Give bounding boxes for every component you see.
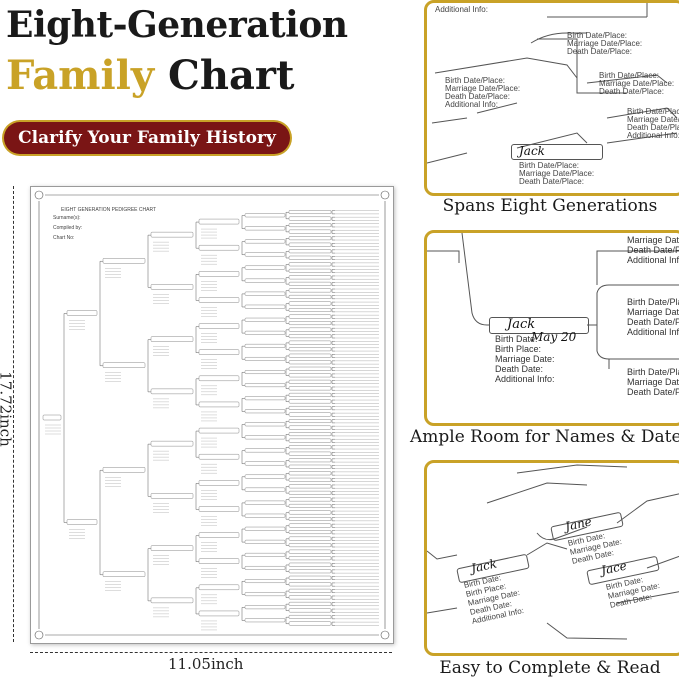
- panel1-field-birth-c: Birth Date/Place:: [599, 71, 660, 80]
- poster-heading: EIGHT GENERATION PEDIGREE CHART: [61, 207, 157, 213]
- panel1-field-marriage-b: Marriage Date/Place:: [445, 84, 521, 93]
- panel1-field-marriage-e: Marriage Date/Place:: [519, 169, 595, 178]
- panel3-bracket-lines: [427, 464, 679, 640]
- title-line-1: Eight-Generation: [6, 4, 348, 46]
- panel1-field-info-b: Additional Info:: [445, 100, 498, 109]
- title-line-2: Family Chart: [6, 52, 294, 99]
- detail-panel-generations: Additional Info: Birth Date/Place: Marri…: [424, 0, 679, 196]
- tagline-badge: Clarify Your Family History: [4, 122, 290, 154]
- panel2-rf-death-c: Death Date/Place:: [627, 387, 679, 397]
- panel2-field-info: Additional Info:: [495, 374, 555, 384]
- panel2-field-birth-date: Birth Date:: [495, 334, 538, 344]
- panel1-field-birth-a: Birth Date/Place:: [567, 31, 628, 40]
- poster-field-chart-no: Chart No:: [53, 235, 75, 241]
- panel2-field-death: Death Date:: [495, 364, 544, 374]
- panel1-field-marriage-a: Marriage Date/Place:: [567, 39, 643, 48]
- panel1-field-death-e: Death Date/Place:: [519, 177, 584, 186]
- width-dimension-line: [30, 652, 392, 653]
- panel2-rf-info: Additional Info:: [627, 255, 679, 265]
- panel2-rf-death: Death Date/Place:: [627, 245, 679, 255]
- width-dimension-label: 11.05inch: [168, 655, 244, 673]
- caption-names-dates: Ample Room for Names & Dates: [410, 427, 679, 447]
- detail-panel-names-dates: Marriage Date: Death Date/Place: Additio…: [424, 230, 679, 426]
- panel2-rf-birth-b: Birth Date/Place:: [627, 297, 679, 307]
- caption-easy-read: Easy to Complete & Read: [439, 658, 661, 678]
- pedigree-tree-graphic: [34, 190, 390, 640]
- panel2-name-box: [489, 317, 589, 334]
- title-family-word: Family: [6, 52, 155, 99]
- height-dimension-label: 17.72inch: [0, 371, 15, 447]
- pedigree-poster: EIGHT GENERATION PEDIGREE CHART Surname(…: [30, 186, 394, 644]
- panel1-field-top: Additional Info:: [435, 5, 488, 14]
- panel1-field-birth-e: Birth Date/Place:: [519, 161, 580, 170]
- panel1-field-death-b: Death Date/Place:: [445, 92, 510, 101]
- panel2-field-birth-place: Birth Place:: [495, 344, 542, 354]
- panel2-rf-marriage: Marriage Date:: [627, 235, 679, 245]
- panel2-bracket-lines: [427, 233, 679, 369]
- panel2-rf-marriage-c: Marriage Date/Place:: [627, 377, 679, 387]
- panel1-field-birth-d: Birth Date/Place:: [627, 107, 679, 116]
- poster-field-compiled: Compiled by:: [53, 225, 83, 231]
- panel1-field-death-c: Death Date/Place:: [599, 87, 664, 96]
- panel1-name-box: [511, 144, 603, 160]
- panel1-field-death-a: Death Date/Place:: [567, 47, 632, 56]
- panel2-handwritten-name: Jack: [507, 317, 536, 332]
- panel1-handwritten-name: Jack: [519, 144, 545, 158]
- panel2-rf-marriage-b: Marriage Date/Place:: [627, 307, 679, 317]
- caption-generations: Spans Eight Generations: [442, 196, 658, 216]
- title-chart-word: Chart: [168, 52, 295, 99]
- panel1-field-marriage-c: Marriage Date/Place:: [599, 79, 675, 88]
- panel1-field-birth-b: Birth Date/Place:: [445, 76, 506, 85]
- panel2-rf-death-b: Death Date/Place:: [627, 317, 679, 327]
- panel1-field-info-d: Additional Info:: [627, 131, 679, 140]
- panel2-field-marriage: Marriage Date:: [495, 354, 555, 364]
- height-dimension-line: [13, 186, 14, 642]
- panel2-rf-info-b: Additional Info:: [627, 327, 679, 337]
- panel2-rf-birth-c: Birth Date/Place:: [627, 367, 679, 377]
- panel2-handwritten-date: May 20: [531, 330, 577, 344]
- panel1-field-death-d: Death Date/Place:: [627, 123, 679, 132]
- detail-panel-easy-read: Jack Jane Jace Birth Date: Birth Place: …: [424, 460, 679, 656]
- panel1-field-marriage-d: Marriage Date/Place:: [627, 115, 679, 124]
- poster-field-surname: Surname(s):: [53, 215, 81, 221]
- panel1-bracket-lines: [427, 3, 678, 164]
